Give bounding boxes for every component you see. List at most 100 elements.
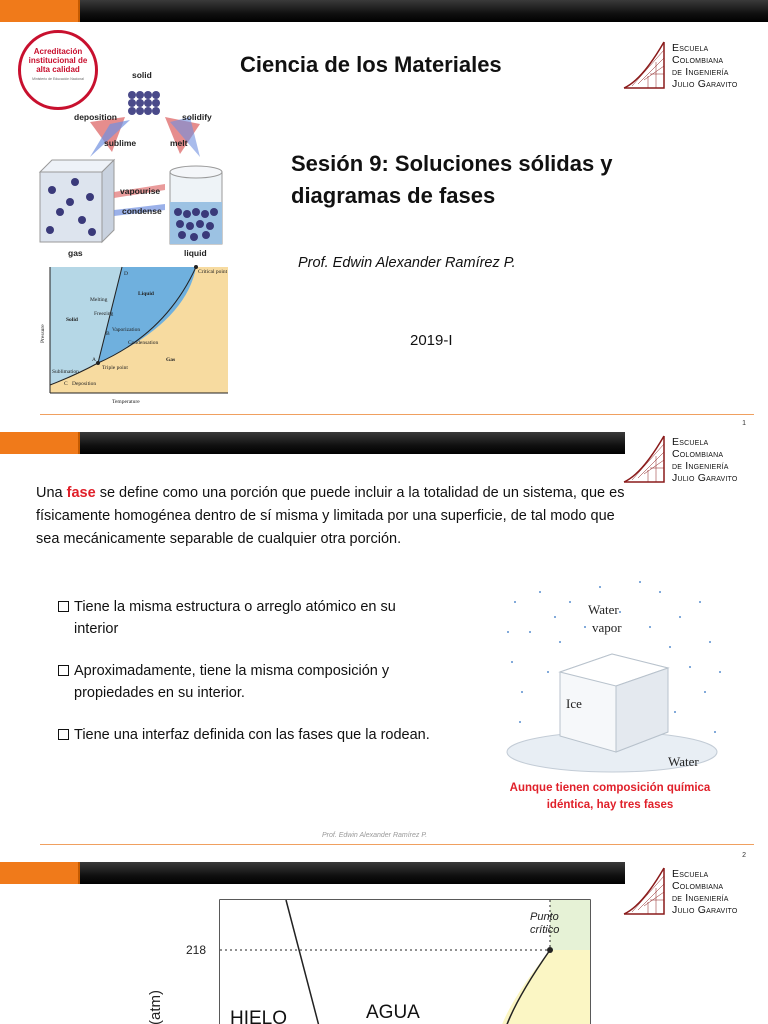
slide-1: Acreditación institucional de alta calid… (0, 0, 768, 428)
ice-cube-graphic (506, 581, 721, 773)
label-condense: condense (122, 206, 162, 216)
bullet-text: Aproximadamente, tiene la misma composic… (74, 663, 390, 701)
y-axis-label: N (atm) (147, 990, 164, 1024)
label-solid: solid (132, 70, 152, 80)
ecijg-logo-text: Escuela Colombiana de Ingeniería Julio G… (672, 436, 738, 484)
mini-temperature-label: Temperature (112, 399, 140, 405)
ecijg-logo-mark (623, 867, 665, 915)
water-region-label: AGUA (366, 1002, 420, 1023)
mini-vaporization-label: Vaporization (112, 327, 140, 333)
logo-line-4: Julio Garavito (672, 904, 738, 916)
definition-intro: Una (36, 485, 67, 501)
water-phase-diagram: 218 Punto crítico N (atm) HIELO AGUA (130, 890, 600, 1024)
checkbox-bullet-icon (58, 665, 69, 676)
ice-region-label: HIELO (230, 1008, 287, 1024)
mini-melting-label: Melting (90, 297, 108, 303)
list-item: Tiene la misma estructura o arreglo atóm… (58, 596, 438, 640)
page-number: 1 (742, 420, 746, 427)
label-water-vapor-1: Water (588, 602, 619, 617)
mini-point-b: B (106, 331, 110, 337)
critical-point-label-2: crítico (530, 924, 559, 936)
mini-freezing-label: Freezing (94, 311, 113, 317)
ecijg-logo: Escuela Colombiana de Ingeniería Julio G… (622, 866, 764, 928)
mini-condensation-label: Condensation (128, 340, 158, 346)
critical-point-label-1: Punto (530, 911, 559, 923)
mini-triple-label: Triple point (102, 365, 128, 371)
mini-liquid-label: Liquid (138, 291, 154, 297)
mini-sublimation-label: Sublimation (52, 369, 79, 375)
label-deposition: deposition (74, 112, 117, 122)
phase-definition: Una fase se define como una porción que … (36, 482, 626, 551)
accreditation-subtitle: Ministerio de Educación Nacional (32, 77, 84, 81)
mini-point-d: D (124, 271, 128, 277)
top-bar (0, 432, 625, 454)
page-number: 2 (742, 852, 746, 859)
top-bar (0, 0, 768, 22)
label-water-vapor-2: vapor (592, 620, 622, 635)
footer-rule (40, 844, 754, 845)
list-item: Tiene una interfaz definida con las fase… (58, 724, 438, 746)
water-phase-diagram-graphic: 218 Punto crítico N (atm) HIELO AGUA (147, 899, 591, 1024)
logo-line-3: de Ingeniería (672, 66, 729, 78)
label-ice: Ice (566, 696, 582, 711)
mini-critical-label: Critical point (198, 269, 228, 275)
mini-deposition-label: Deposition (72, 381, 96, 387)
tick-218: 218 (186, 943, 206, 957)
mini-gas-label: Gas (166, 357, 175, 363)
top-bar (0, 862, 625, 884)
ice-water-vapor-illustration: Water vapor Ice Water (500, 572, 725, 792)
label-melt: melt (170, 138, 188, 148)
slide-3: Escuela Colombiana de Ingeniería Julio G… (0, 862, 768, 1024)
bullet-text: Tiene la misma estructura o arreglo atóm… (74, 599, 396, 637)
ecijg-logo-text: Escuela Colombiana de Ingeniería Julio G… (672, 42, 738, 90)
logo-line-3: de Ingeniería (672, 460, 729, 472)
session-title: Sesión 9: Soluciones sólidas y diagramas… (291, 151, 613, 208)
course-title: Ciencia de los Materiales (240, 52, 502, 77)
ecijg-logo: Escuela Colombiana de Ingeniería Julio G… (622, 434, 764, 496)
definition-keyword: fase (66, 485, 96, 501)
footer-rule (40, 414, 754, 415)
logo-line-4: Julio Garavito (672, 472, 738, 484)
ecijg-logo-text: Escuela Colombiana de Ingeniería Julio G… (672, 868, 738, 916)
mini-solid-label: Solid (66, 317, 78, 323)
logo-line-1: Escuela (672, 42, 709, 54)
mini-phase-diagram: Critical point Melting Freezing Liquid S… (36, 263, 236, 408)
ecijg-logo-mark (623, 41, 665, 89)
logo-line-1: Escuela (672, 436, 709, 448)
logo-line-2: Colombiana (672, 448, 724, 460)
label-gas: gas (68, 248, 83, 258)
mini-point-a: A (92, 357, 96, 363)
accreditation-title: Acreditación institucional de alta calid… (28, 47, 88, 74)
label-sublime: sublime (104, 138, 137, 148)
mini-pressure-label: Pressure (40, 324, 46, 343)
orange-tab (0, 432, 80, 454)
logo-line-2: Colombiana (672, 54, 724, 66)
ecijg-logo: Escuela Colombiana de Ingeniería Julio G… (622, 40, 764, 102)
label-vapourise: vapourise (120, 186, 161, 196)
label-solidify: solidify (182, 112, 212, 122)
ecijg-logo-mark (623, 435, 665, 483)
mini-point-c: C (64, 381, 68, 387)
phase-change-illustration: solid deposition solidify sublime melt v… (30, 62, 245, 262)
checkbox-bullet-icon (58, 729, 69, 740)
three-phases-caption: Aunque tienen composición química idénti… (509, 782, 711, 811)
checkbox-bullet-icon (58, 601, 69, 612)
definition-body: se define como una porción que puede inc… (36, 485, 625, 547)
orange-tab (0, 862, 80, 884)
footer-author: Prof. Edwin Alexander Ramírez P. (322, 832, 428, 839)
accreditation-seal: Acreditación institucional de alta calid… (18, 30, 98, 110)
slide-2: Escuela Colombiana de Ingeniería Julio G… (0, 432, 768, 848)
list-item: Aproximadamente, tiene la misma composic… (58, 660, 438, 704)
label-liquid: liquid (184, 248, 207, 258)
logo-line-3: de Ingeniería (672, 892, 729, 904)
bullet-text: Tiene una interfaz definida con las fase… (74, 727, 430, 743)
phase-change-graphic (38, 91, 223, 245)
orange-tab (0, 0, 80, 22)
professor-name: Prof. Edwin Alexander Ramírez P. (298, 255, 516, 271)
logo-line-1: Escuela (672, 868, 709, 880)
label-water: Water (668, 754, 699, 769)
logo-line-2: Colombiana (672, 880, 724, 892)
logo-line-4: Julio Garavito (672, 78, 738, 90)
term-year: 2019-I (410, 332, 453, 349)
phase-properties-list: Tiene la misma estructura o arreglo atóm… (58, 596, 438, 766)
